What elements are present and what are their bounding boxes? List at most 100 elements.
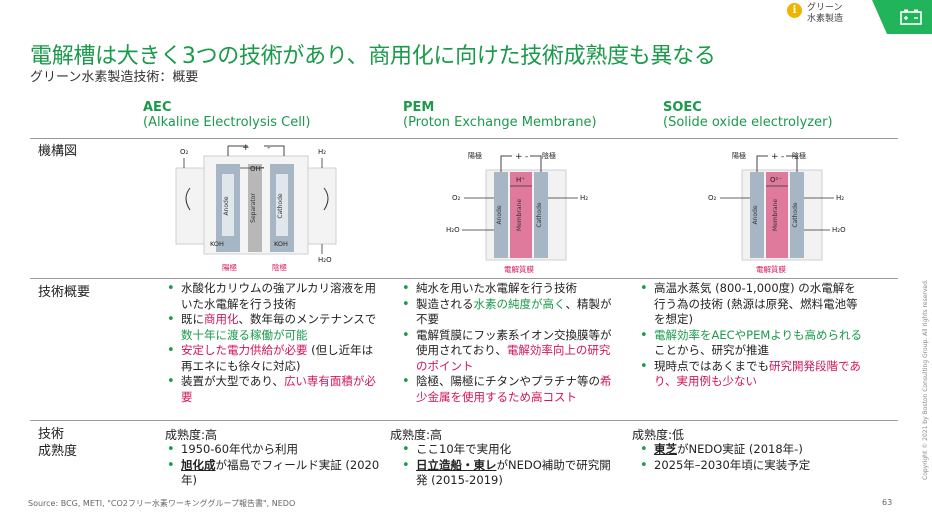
power-source [768,151,786,160]
circulation-arrow [323,187,329,211]
left-tank [175,167,205,245]
bullet-text: 2025年–2030年頃に実装予定 [654,457,811,472]
minus-sign: - [781,152,784,162]
pem-diagram: Anode Membrane Cathode + - 陽極 陰極 H⁺ O₂ H… [446,151,588,274]
cathode-jp-label: 陰極 [542,151,556,160]
bullet-item: 既に商用化、数年毎のメンテナンスで数十年に渡る稼働が可能 [165,312,383,343]
circuit-wire [227,145,285,156]
row-label-maturity: 技術 成熟度 [38,426,77,460]
topic-tag-line-1: グリーン [807,3,843,13]
row-label-mechanism: 機構図 [38,144,78,159]
column-header-aec: AEC (Alkaline Electrolysis Cell) [143,100,310,130]
bullet-text: 電解効率をAECやPEMよりも高められる [654,327,863,342]
row-divider [30,420,898,421]
anode-label: Anode [496,205,503,224]
page-subtitle: グリーン水素製造技術：概要 [30,70,199,85]
aec-overview-list: 水酸化カリウムの強アルカリ溶液を用いた水電解を行う技術既に商用化、数年毎のメンテ… [165,281,383,405]
membrane-plate [766,172,788,258]
bullet-text: 、精製が不要 [416,296,612,327]
membrane-jp-label: 電解質膜 [504,264,534,274]
column-name: PEM [403,100,435,115]
bullet-item: 装置が大型であり、広い専有面積が必要 [165,374,383,405]
row-label-maturity-line-2: 成熟度 [38,444,78,459]
h2-label: H₂ [836,194,844,202]
row-divider [30,278,898,279]
bullet-item: 製造される水素の純度が高く、精製が不要 [400,297,618,328]
plus-sign: + [242,143,250,153]
copyright-note: Copyright © 2021 by Boston Consulting Gr… [922,279,929,480]
bullet-text: 安定した電力供給が必要 [181,343,308,357]
column-header-pem: PEM (Proton Exchange Membrane) [403,100,597,130]
bullet-text: 希少金属を使用するため高コスト [416,374,612,404]
right-tank [307,167,337,245]
power-source [248,142,264,150]
corner-badge [872,0,932,34]
anode-plate [750,172,764,258]
bullet-item: 1950-60年代から利用 [165,442,380,458]
membrane-label: Membrane [772,199,779,231]
bullet-item: 陰極、陽極にチタンやプラチナ等の希少金属を使用するため高コスト [400,374,618,405]
bullet-text: ここ10年で実用化 [416,442,512,456]
bullet-item: 旭化成が福島でフィールド実証 (2020年) [165,458,380,489]
h2o-label: H₂O [832,226,846,234]
row-label-maturity-line-1: 技術 [38,427,65,442]
membrane-label: Membrane [516,199,523,231]
page-title: 電解槽は大きく3つの技術があり、商用化に向けた技術成熟度も異なる [30,44,716,69]
h2o-label: H₂O [318,256,332,264]
cathode-label: Cathode [536,202,543,228]
h2-label: H₂ [318,148,326,156]
cathode-inner [276,174,288,236]
bullet-item: 純水を用いた水電解を行う技術 [400,281,618,297]
bullet-item: 安定した電力供給が必要 (但し近年は再エネにも徐々に対応) [165,343,383,374]
bullet-item: 2025年–2030年頃に実装予定 [638,458,866,474]
separator-plate [248,164,262,252]
o2-label: O₂ [180,148,189,156]
membrane-jp-label: 電解質膜 [756,264,786,274]
bullet-item: 高温水蒸気 (800-1,000度) の水電解を行う為の技術 (熱源は原発、燃料… [638,281,866,328]
anode-inner [222,174,234,236]
cathode-plate [790,172,804,258]
bullet-text: 1950-60年代から利用 [181,442,299,456]
bullet-text: 、数年毎のメンテナンスで [238,312,377,326]
h2o-label: H₂O [446,226,460,234]
anode-label: Anode [752,205,759,224]
bullet-text: 広い専有面積が必要 [181,374,376,404]
cathode-label: Cathode [792,202,799,228]
bullet-text: 旭化成 [181,457,216,472]
topic-tag: i グリーン 水素製造 [787,3,843,25]
anode-jp-label: 陽極 [732,151,746,160]
info-icon: i [787,3,802,18]
column-full-name: (Solide oxide electrolyzer) [663,115,833,130]
pem-maturity-list: ここ10年で実用化日立造船・東レがNEDO補助で研究開発 (2015-2019) [400,442,615,489]
bullet-text: 陰極、陽極にチタンやプラチナ等の [416,374,600,388]
soec-diagram: Anode Membrane Cathode + - 陽極 陰極 O²⁻ O₂ … [708,151,846,274]
bullet-text: 装置が大型であり、 [181,374,284,388]
bullet-text: 数十年に渡る稼働が可能 [181,327,308,342]
bullet-text: 東芝 [654,442,677,456]
bullet-text: 日立造船・東レ [416,457,497,472]
topic-tag-line-2: 水素製造 [807,14,844,24]
minus-sign: - [525,152,528,162]
cathode-label: Cathode [277,193,284,219]
bullet-item: 電解効率をAECやPEMよりも高められることから、研究が推進 [638,328,866,359]
topic-tag-label: グリーン 水素製造 [807,3,843,25]
o2-label: O₂ [452,194,461,202]
column-header-soec: SOEC (Solide oxide electrolyzer) [663,100,833,130]
ion-label: O²⁻ [770,176,782,184]
soec-maturity-level: 成熟度:低 [632,428,685,442]
bullet-text: 研究開発段階であり、実用例も少ない [654,358,861,389]
column-full-name: (Alkaline Electrolysis Cell) [143,115,311,130]
bullet-text: 商用化 [204,312,239,326]
anode-jp-label: 陽極 [222,262,237,272]
soec-maturity-list: 東芝がNEDO実証 (2018年-)2025年–2030年頃に実装予定 [638,442,866,473]
column-name: AEC [143,100,172,115]
cathode-plate [534,172,548,258]
membrane-plate [510,172,532,258]
plus-sign: + [771,152,779,162]
bullet-item: 東芝がNEDO実証 (2018年-) [638,442,866,458]
pem-overview-list: 純水を用いた水電解を行う技術製造される水素の純度が高く、精製が不要電解質膜にフッ… [400,281,618,405]
anode-jp-label: 陽極 [468,151,482,160]
bullet-text: 水素の純度が高く [473,296,566,311]
separator-label: Separator [250,193,257,223]
aec-maturity-list: 1950-60年代から利用旭化成が福島でフィールド実証 (2020年) [165,442,380,489]
